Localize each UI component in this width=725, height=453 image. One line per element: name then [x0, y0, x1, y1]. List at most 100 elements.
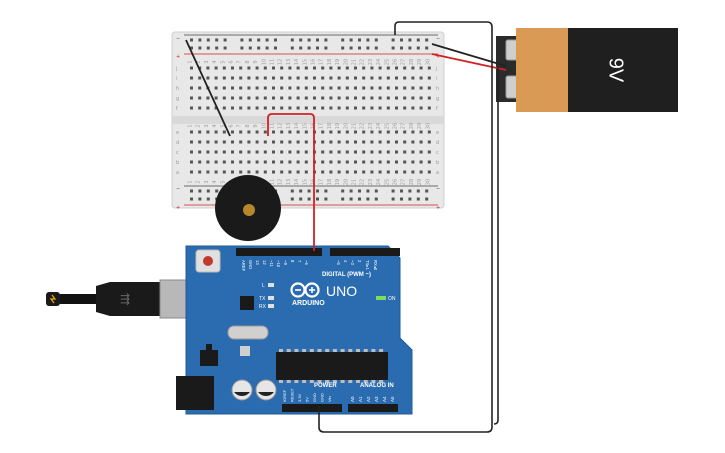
breadboard-hole	[231, 86, 234, 90]
breadboard-hole	[395, 86, 398, 90]
wire-black-battery[interactable]	[431, 43, 507, 67]
rail-hole	[324, 189, 328, 193]
breadboard-hole	[321, 150, 325, 154]
breadboard-hole	[403, 96, 407, 100]
breadboard-hole	[198, 160, 202, 164]
breadboard-hole	[214, 76, 218, 80]
breadboard-hole	[386, 150, 390, 154]
rail-hole	[206, 189, 210, 193]
breadboard-hole	[190, 170, 193, 174]
breadboard-hole	[272, 86, 275, 90]
power-jack[interactable]	[176, 376, 214, 410]
reset-button-cap[interactable]	[203, 256, 213, 266]
column-number: 4	[212, 60, 218, 63]
rail-hole	[215, 46, 219, 50]
ic-pin	[340, 349, 345, 352]
rail-hole	[425, 189, 429, 193]
digital-pin-label: RX◂0	[373, 260, 378, 271]
digital-pin-label: 13	[255, 260, 260, 265]
rail-hole	[400, 46, 403, 50]
rail-hole	[400, 38, 403, 42]
row-letter: g	[436, 96, 439, 102]
row-letter: f	[436, 106, 438, 112]
column-number: 17	[319, 123, 325, 129]
battery-9v[interactable]: 9V	[496, 28, 678, 112]
column-number: 17	[319, 179, 325, 185]
column-number: 2	[196, 60, 202, 63]
breadboard-hole	[247, 106, 251, 110]
breadboard-hole	[255, 130, 259, 134]
breadboard-hole	[231, 130, 234, 134]
rail-sign: +	[436, 54, 440, 60]
breadboard-hole	[345, 160, 349, 164]
breadboard-hole	[288, 130, 292, 134]
breadboard-hole	[329, 130, 333, 134]
wire-red-battery[interactable]	[431, 53, 507, 71]
breadboard-hole	[222, 150, 226, 154]
breadboard-hole	[370, 130, 374, 134]
breadboard-hole	[272, 170, 275, 174]
column-number: 4	[212, 124, 218, 127]
breadboard-hole	[354, 150, 357, 154]
breadboard-hole	[337, 76, 341, 80]
rail-hole	[349, 46, 353, 50]
rail-hole	[265, 46, 269, 50]
breadboard-hole	[411, 170, 415, 174]
wire-black-gnd[interactable]	[318, 21, 493, 433]
breadboard-hole	[247, 86, 251, 90]
row-letter: j	[435, 66, 437, 72]
piezo-buzzer[interactable]	[215, 175, 281, 241]
breadboard-hole	[206, 150, 210, 154]
arduino-model: UNO	[326, 283, 357, 299]
column-number: 21	[352, 123, 358, 129]
column-number: 16	[311, 59, 317, 65]
rail-hole	[240, 46, 244, 50]
breadboard-hole	[304, 66, 308, 70]
rail-hole	[190, 189, 193, 193]
led-on-label: ON	[388, 296, 396, 302]
breadboard-hole	[296, 160, 300, 164]
breadboard-hole	[190, 140, 193, 144]
breadboard-hole	[263, 130, 267, 134]
column-number: 20	[343, 59, 349, 65]
power-pin-label: GND	[320, 393, 325, 402]
breadboard-hole	[272, 66, 275, 70]
breadboard-hole	[247, 160, 251, 164]
breadboard-hole	[403, 76, 407, 80]
breadboard-hole	[403, 130, 407, 134]
rail-hole	[257, 46, 261, 50]
breadboard-hole	[239, 76, 243, 80]
breadboard-hole	[329, 170, 333, 174]
breadboard-hole	[345, 130, 349, 134]
breadboard-hole	[255, 106, 259, 110]
wire-black-breadboard[interactable]	[185, 39, 231, 137]
column-number: 1	[188, 124, 194, 127]
small-component	[240, 346, 250, 356]
breadboard-hole	[247, 76, 251, 80]
led-on	[376, 296, 386, 300]
breadboard-hole	[419, 160, 423, 164]
usb-plug[interactable]	[96, 282, 160, 316]
breadboard-hole	[354, 130, 357, 134]
rail-hole	[240, 38, 244, 42]
rail-hole	[307, 197, 311, 201]
rail-hole	[198, 38, 202, 42]
wire-black-vin[interactable]	[493, 66, 499, 425]
rail-hole	[299, 38, 303, 42]
breadboard-hole	[403, 160, 407, 164]
wire-red-pin8[interactable]	[267, 113, 315, 251]
usb-symbol-icon: ⇶	[120, 292, 130, 306]
column-number: 25	[384, 123, 390, 129]
breadboard-hole	[329, 150, 333, 154]
rail-hole	[290, 46, 294, 50]
breadboard-hole	[288, 86, 292, 90]
row-letter: c	[176, 150, 179, 156]
column-number: 7	[237, 60, 243, 63]
column-number: 27	[401, 59, 407, 65]
ic-pin	[356, 380, 360, 383]
ic-pin	[371, 349, 376, 352]
breadboard-hole	[190, 86, 193, 90]
breadboard-hole	[403, 170, 407, 174]
column-number: 2	[196, 124, 202, 127]
